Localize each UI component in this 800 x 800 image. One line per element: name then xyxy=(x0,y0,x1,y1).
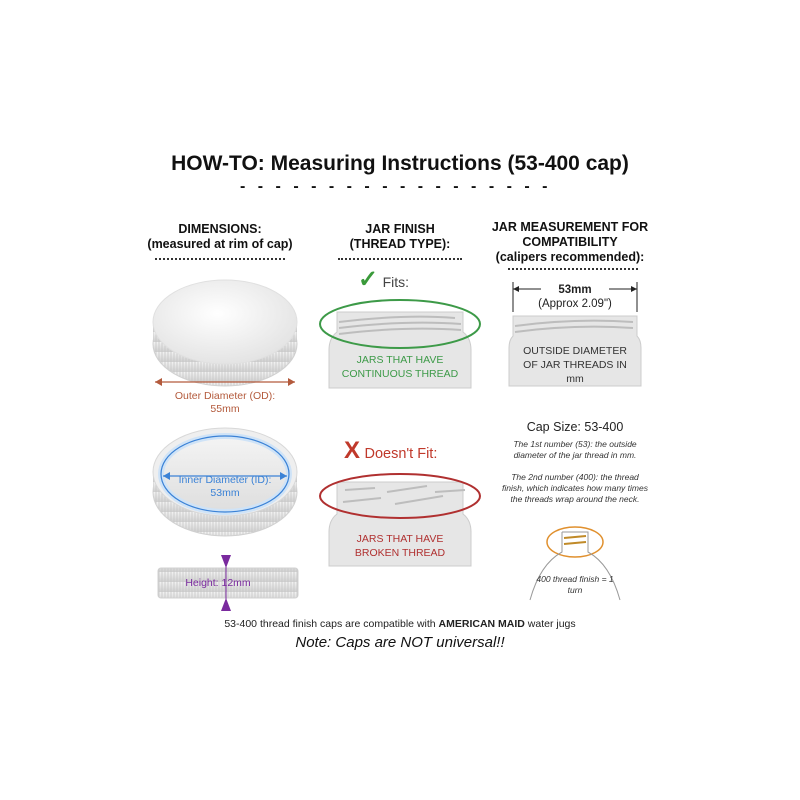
bottle-neck-illustration xyxy=(529,526,621,601)
jar-finish-heading-text: JAR FINISH xyxy=(365,222,435,236)
compat-post: water jugs xyxy=(524,618,576,630)
measurement-jar xyxy=(508,282,642,387)
inner-diameter-label: Inner Diameter (ID): 53mm xyxy=(150,474,300,500)
jar-measurement-dots xyxy=(508,268,638,270)
compat-brand: AMERICAN MAID xyxy=(438,618,525,630)
outside-diameter-text: OUTSIDE DIAMETER OF JAR THREADS IN mm xyxy=(523,345,627,385)
broken-thread-jar xyxy=(319,473,481,567)
cap-side-image xyxy=(157,555,299,611)
outer-diameter-line2: 55mm xyxy=(210,403,240,415)
outer-diameter-line1: Outer Diameter (OD): xyxy=(174,390,276,402)
jar-finish-heading-sub: (THREAD TYPE): xyxy=(349,237,451,251)
jar-measurement-heading-text: JAR MEASUREMENT FOR COMPATIBILITY xyxy=(491,220,649,249)
height-label: Height: 12mm xyxy=(185,577,251,589)
cap-size-note-2: The 2nd number (400): the thread finish,… xyxy=(502,472,648,504)
doesnt-fit-label: Doesn't Fit: xyxy=(364,446,438,462)
inner-diameter-line1: Inner Diameter (ID): xyxy=(178,474,272,486)
cap-illustrations xyxy=(152,279,299,611)
dimensions-heading-sub: (measured at rim of cap) xyxy=(147,237,293,251)
thread-finish-text: 400 thread finish = 1 turn xyxy=(536,574,614,595)
dimensions-dots xyxy=(155,258,285,260)
cap-size-title: Cap Size: 53-400 xyxy=(526,420,624,434)
jar-finish-heading: JAR FINISH (THREAD TYPE): xyxy=(330,222,470,252)
fits-jar-text: JARS THAT HAVE CONTINUOUS THREAD xyxy=(341,354,459,380)
inner-diameter-line2: 53mm xyxy=(210,487,240,499)
fits-header: ✓ Fits: xyxy=(358,266,409,297)
outer-cap-image xyxy=(152,279,298,387)
outer-diameter-label: Outer Diameter (OD): 55mm xyxy=(150,390,300,416)
jar-finish-dots xyxy=(338,258,462,260)
measurement-value: 53mm xyxy=(558,284,592,296)
cap-size-note-1: The 1st number (53): the outside diamete… xyxy=(513,439,637,460)
doesnt-fit-jar-text: JARS THAT HAVE BROKEN THREAD xyxy=(354,533,446,559)
page-title: HOW-TO: Measuring Instructions (53-400 c… xyxy=(171,152,629,175)
x-icon: X xyxy=(344,437,361,464)
jar-measurement-heading: JAR MEASUREMENT FOR COMPATIBILITY (calip… xyxy=(490,220,650,265)
measurement-approx: (Approx 2.09") xyxy=(538,298,612,310)
jar-measurement-heading-sub: (calipers recommended): xyxy=(495,250,645,264)
check-icon: ✓ xyxy=(358,266,379,293)
compatibility-note: 53-400 thread finish caps are compatible… xyxy=(0,618,800,630)
inner-cap-image xyxy=(152,427,298,537)
dimensions-heading-text: DIMENSIONS: xyxy=(178,222,262,236)
doesnt-fit-header: X Doesn't Fit: xyxy=(344,437,437,468)
continuous-thread-jar xyxy=(319,299,481,389)
caps-warning: Note: Caps are NOT universal!! xyxy=(295,634,505,651)
title-underline: - - - - - - - - - - - - - - - - - - - - … xyxy=(240,178,560,195)
compat-pre: 53-400 thread finish caps are compatible… xyxy=(224,618,439,630)
dimensions-heading: DIMENSIONS: (measured at rim of cap) xyxy=(140,222,300,252)
fits-label: Fits: xyxy=(382,274,410,290)
